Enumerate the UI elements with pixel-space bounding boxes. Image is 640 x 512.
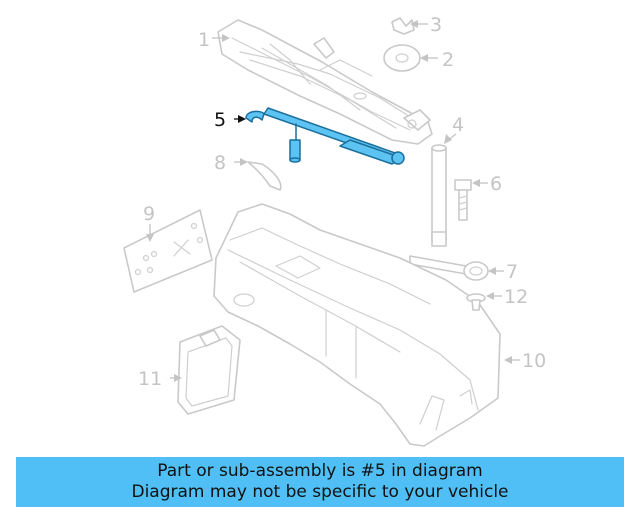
parts-diagram: 1 2 3 4 5 6 7 8 9 10 11 12 [123, 14, 546, 447]
callout-7: 7 [506, 261, 518, 283]
callout-10: 10 [522, 350, 546, 372]
callout-8: 8 [214, 152, 226, 174]
banner-line-part: Part or sub-assembly is #5 in diagram [157, 461, 483, 481]
bolt-part [454, 179, 472, 221]
post-part [431, 144, 447, 247]
callout-3: 3 [430, 14, 442, 36]
cover-part [177, 325, 241, 415]
callout-2: 2 [442, 49, 454, 71]
jack-part [217, 19, 433, 145]
clip-part [466, 293, 486, 311]
washer-part [383, 44, 421, 72]
leader-lines [146, 20, 520, 382]
wing-nut-part [391, 17, 415, 35]
eye-bolt-part [409, 255, 489, 281]
callout-9: 9 [143, 203, 155, 225]
info-banner: Part or sub-assembly is #5 in diagram Di… [16, 457, 624, 507]
bracket-part [123, 209, 213, 293]
jack-handle-part [245, 107, 405, 165]
tray-part [213, 203, 501, 447]
strap-part [247, 161, 282, 191]
callout-1: 1 [198, 29, 210, 51]
banner-line-disclaimer: Diagram may not be specific to your vehi… [131, 482, 509, 502]
callout-11: 11 [138, 368, 162, 390]
callout-6: 6 [490, 173, 502, 195]
callout-5: 5 [214, 109, 226, 131]
callout-12: 12 [504, 286, 528, 308]
callout-4: 4 [452, 114, 464, 136]
